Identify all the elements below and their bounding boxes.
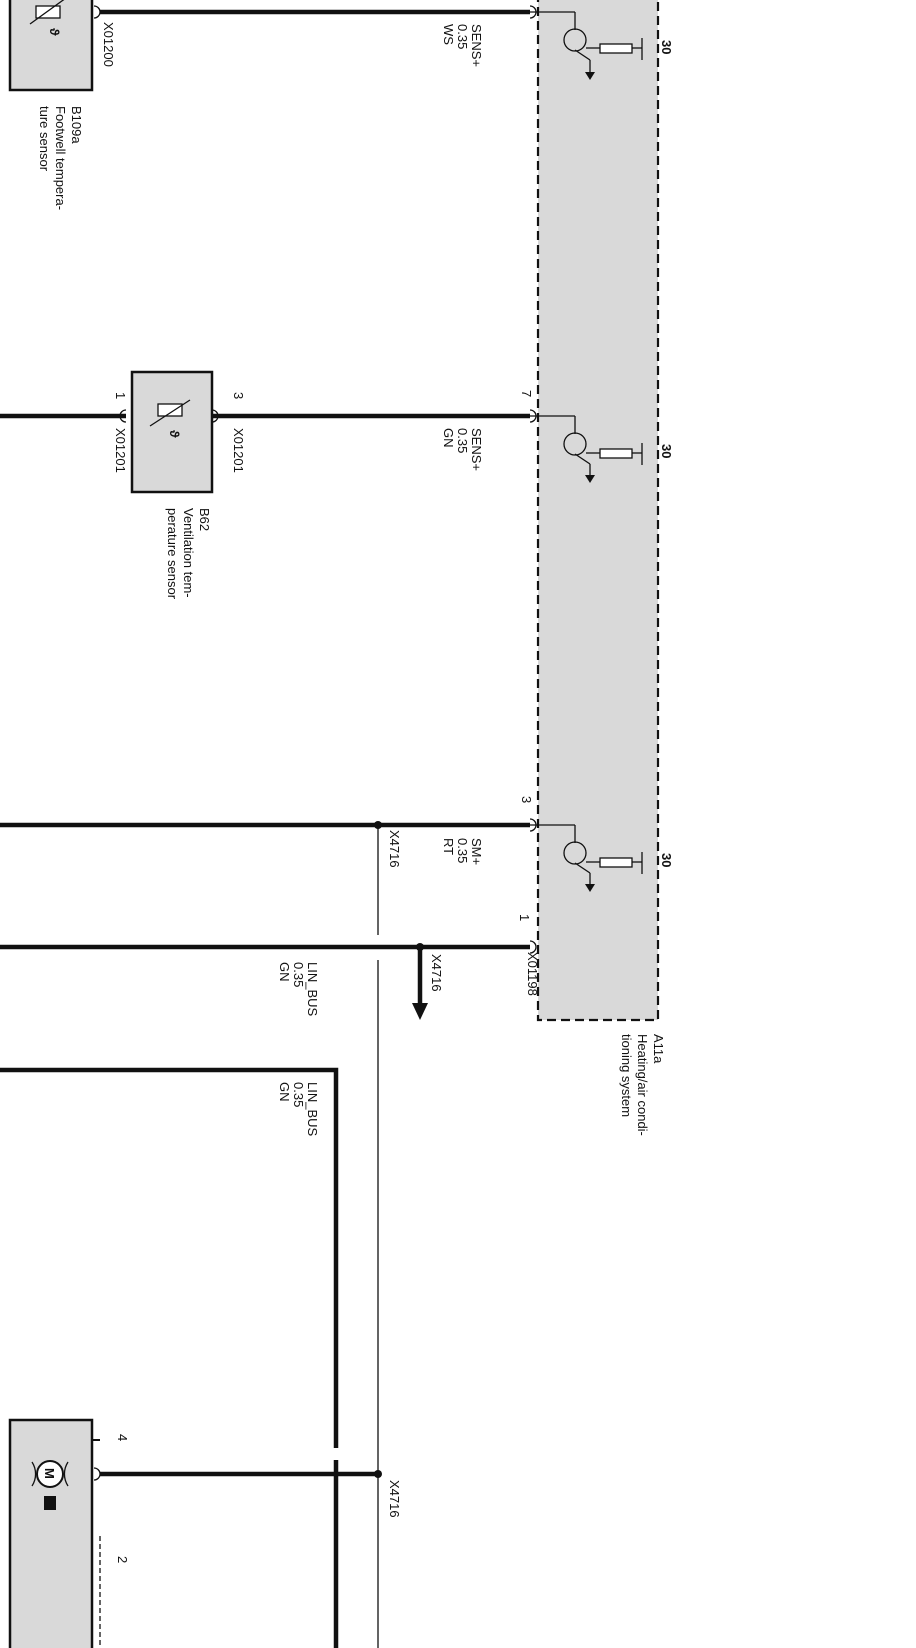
w3-pin: 3 — [519, 796, 534, 803]
w6-splice: X4716 — [387, 1480, 402, 1518]
resistor-icon — [599, 43, 633, 54]
w4-pin: 1 — [517, 914, 532, 921]
w3-color: RT — [441, 838, 456, 855]
wire-lin-bus-2 — [0, 1067, 339, 1448]
a11a-connector: X01198 — [525, 952, 540, 996]
splice-points — [374, 821, 424, 1478]
svg-text:M: M — [42, 1468, 57, 1479]
a11a-name-2: tioning system — [619, 1034, 634, 1117]
resistor-icon — [599, 448, 633, 459]
w3-splice: X4716 — [387, 830, 402, 868]
svg-text:ϑ: ϑ — [167, 430, 182, 438]
w4-color: GN — [277, 962, 292, 982]
a11a-id: A11a — [651, 1034, 666, 1064]
wire-lines — [0, 9, 530, 1648]
w4-gauge: 0.35 — [291, 962, 306, 987]
w5-signal: LIN_BUS — [305, 1082, 320, 1137]
b62-connector-bottom: X01201 — [113, 428, 128, 473]
b109a-connector: X01200 — [101, 22, 116, 67]
motor-pin-b: 2 — [115, 1556, 130, 1563]
b109a-id: B109a — [69, 106, 84, 144]
ground-label: 30 — [659, 444, 674, 458]
b62-name-2: perature sensor — [165, 508, 180, 600]
w5-gauge: 0.35 — [291, 1082, 306, 1107]
w2-pin: 7 — [519, 390, 534, 397]
a11a-name-1: Heating/air condi- — [635, 1034, 650, 1136]
w2-signal: SENS+ — [469, 428, 484, 471]
svg-text:ϑ: ϑ — [47, 28, 62, 36]
a11a-pins — [529, 5, 537, 954]
motor-actuator: M — [8, 1418, 101, 1648]
w4-splice: X4716 — [429, 954, 444, 992]
splice-dot — [374, 1470, 382, 1478]
input-stage-2: 30 — [530, 415, 674, 483]
w1-signal: SENS+ — [469, 24, 484, 67]
resistor-icon — [599, 857, 633, 868]
w5-color: GN — [277, 1082, 292, 1102]
b62-sensor: ϑ — [119, 370, 219, 494]
transistor-icon — [563, 841, 587, 865]
ground-label: 30 — [659, 853, 674, 867]
b109a-name-2: ture sensor — [37, 106, 52, 172]
transistor-icon — [563, 432, 587, 456]
b62-pin-top: 3 — [231, 392, 246, 399]
b62-connector-top: X01201 — [231, 428, 246, 473]
w1-gauge: 0.35 — [455, 24, 470, 49]
b62-pin-bottom: 1 — [113, 392, 128, 399]
component-labels: X01200 B109a Footwell tempera- ture sens… — [37, 22, 666, 1563]
wire-labels: SENS+ 0.35 WS 7 SENS+ 0.35 GN 3 SM+ 0.35… — [277, 24, 534, 1518]
thermistor-icon — [35, 5, 61, 19]
w2-color: GN — [441, 428, 456, 448]
actuator-motor-icon — [36, 1460, 64, 1488]
w3-gauge: 0.35 — [455, 838, 470, 863]
pin-socket — [529, 940, 537, 954]
ground-label: 30 — [659, 40, 674, 54]
b109a-name-1: Footwell tempera- — [53, 106, 68, 210]
b62-id: B62 — [197, 508, 212, 531]
motor-pin-a: 4 — [115, 1434, 130, 1441]
b62-name-1: Ventilation tem- — [181, 508, 196, 598]
input-stage-3: 30 — [530, 824, 674, 892]
transistor-icon — [563, 28, 587, 52]
thermistor-icon — [157, 403, 183, 417]
w1-color: WS — [441, 24, 456, 45]
b109a-sensor: ϑ — [8, 0, 101, 92]
lin-bus-arrow — [412, 947, 428, 1020]
w4-signal: LIN_BUS — [305, 962, 320, 1017]
a11a-control-unit — [536, 0, 660, 1022]
w3-signal: SM+ — [469, 838, 484, 865]
input-stage-1: 30 — [530, 11, 674, 80]
w2-gauge: 0.35 — [455, 428, 470, 453]
splice-dot — [374, 821, 382, 829]
